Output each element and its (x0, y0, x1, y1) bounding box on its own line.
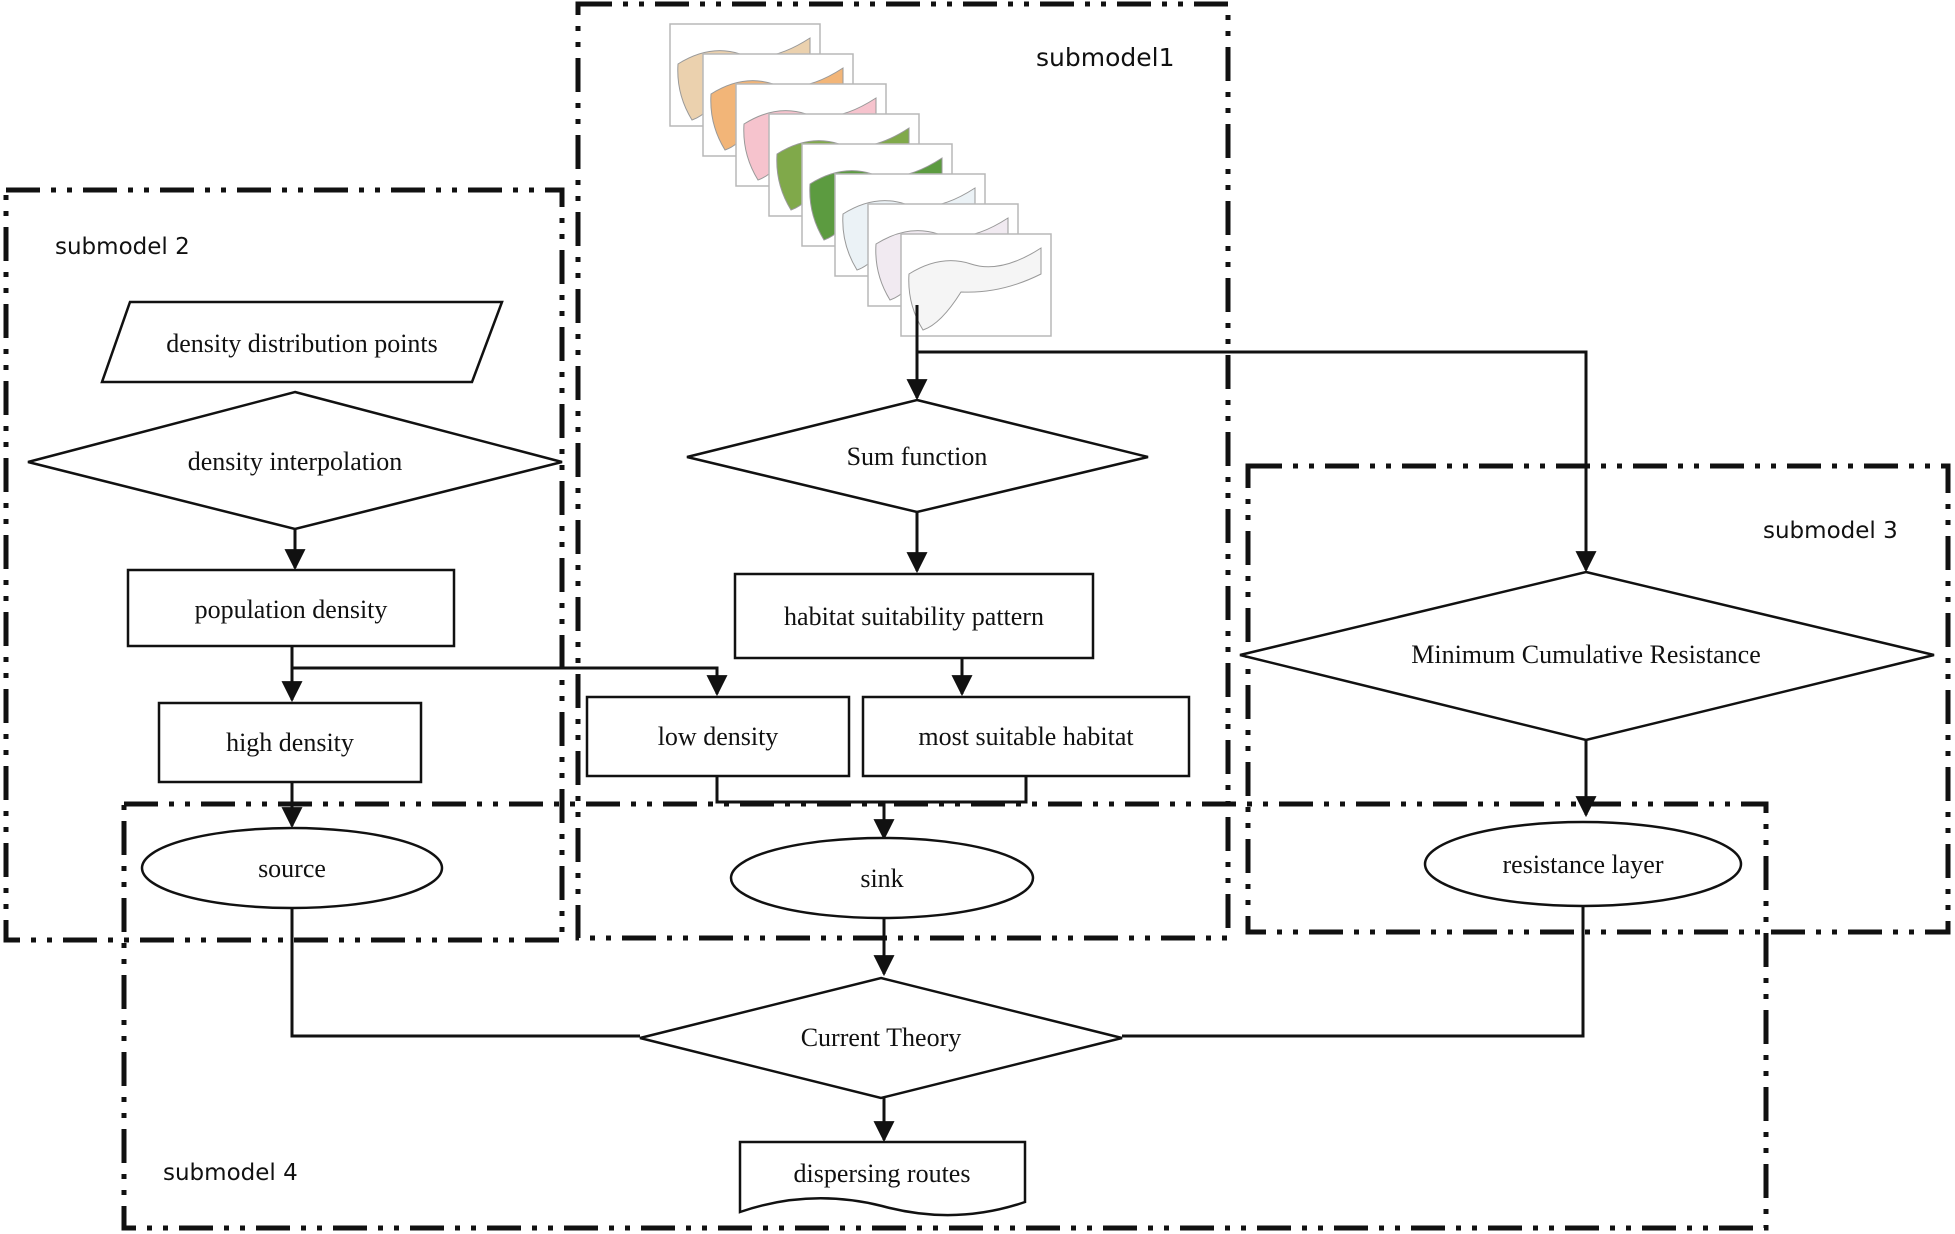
submodel3-label: submodel 3 (1763, 518, 1898, 544)
most-suitable-habitat-label: most suitable habitat (918, 722, 1134, 751)
high-density-node (157, 701, 423, 784)
sink-node (729, 836, 1035, 920)
map-layer-thumbnail (900, 233, 1052, 337)
density-points-label: density distribution points (166, 329, 438, 358)
density-points-node (100, 300, 504, 384)
resistance-layer-label: resistance layer (1503, 850, 1664, 879)
density-interpolation-node (27, 390, 563, 531)
sum-function-label: Sum function (847, 442, 988, 471)
mcr-node (1239, 570, 1935, 742)
source-label: source (258, 854, 326, 883)
low-density-label: low density (658, 722, 779, 751)
current-theory-node (639, 976, 1123, 1100)
low-density-node (585, 695, 851, 778)
current-theory-label: Current Theory (801, 1023, 962, 1052)
resistance-layer-node (1423, 820, 1743, 908)
mcr-label: Minimum Cumulative Resistance (1411, 640, 1761, 669)
submodel2-frame (3, 187, 565, 943)
submodel2-label: submodel 2 (55, 234, 190, 260)
map-layer-stack-image (669, 23, 1052, 337)
sum-function-node (686, 398, 1149, 514)
submodel3-frame (1245, 463, 1951, 935)
submodel1-label: submodel1 (1036, 43, 1175, 72)
density-interpolation-label: density interpolation (188, 447, 402, 476)
dispersing-routes-node (738, 1140, 1027, 1217)
edges (281, 305, 1597, 1143)
dispersing-routes-label: dispersing routes (794, 1159, 971, 1188)
submodel1-frame (575, 1, 1231, 941)
high-density-label: high density (226, 728, 354, 757)
habitat-pattern-node (733, 572, 1095, 660)
submodel4-frame (121, 801, 1769, 1231)
source-node (140, 826, 444, 910)
population-density-label: population density (195, 595, 388, 624)
sink-label: sink (860, 864, 903, 893)
submodel4-label: submodel 4 (163, 1160, 298, 1186)
habitat-pattern-label: habitat suitability pattern (784, 602, 1044, 631)
most-suitable-habitat-node (861, 695, 1191, 778)
population-density-node (126, 568, 456, 648)
